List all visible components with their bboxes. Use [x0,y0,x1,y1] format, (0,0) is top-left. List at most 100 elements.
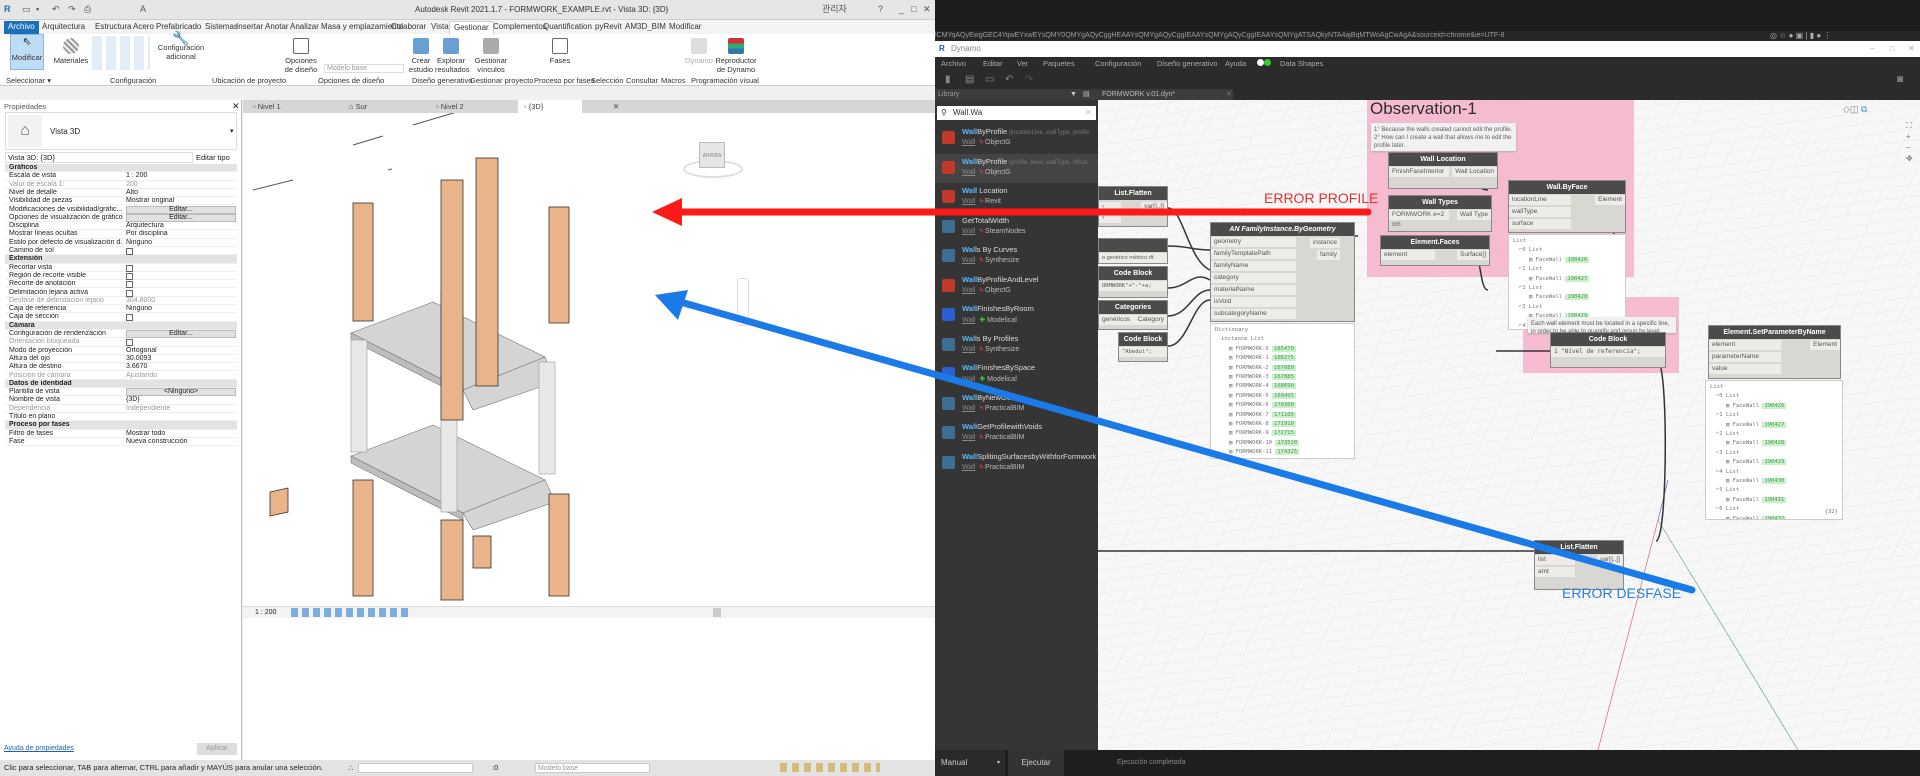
package-toggle-icon[interactable] [1257,59,1271,68]
property-edit-button[interactable]: Editar... [126,205,236,214]
watch-wall-byface[interactable]: List⌐0 List▥ FaceWall 190426⌐1 List▥ Fac… [1508,234,1626,330]
property-value[interactable]: Mostrar original [126,197,175,205]
properties-help-link[interactable]: Ayuda de propiedades [4,745,74,752]
explore-results-button[interactable]: Explorar resultados [435,34,470,74]
design-option-status-select[interactable]: Modelo base [535,763,650,773]
close-tab-icon[interactable]: ✕ [1226,91,1232,98]
file-tab[interactable]: FORMWORK v.01.dyn* [1098,89,1233,100]
dynamo-maximize-button[interactable]: □ [1890,44,1895,53]
port-in[interactable]: geometry [1211,237,1296,247]
undo-icon[interactable]: ↶ [1005,74,1014,85]
property-section[interactable]: Cámara [5,321,237,330]
port-in[interactable]: element [1709,340,1781,350]
view-tab[interactable]: ▫ Nivel 1 [253,102,281,111]
view-tab[interactable]: ▫ {3D} [518,100,582,113]
screenshot-icon[interactable]: ◙ [1897,74,1904,85]
watch-dictionary[interactable]: Dictionary instance List ▥ FORMWORK-0 16… [1210,323,1355,459]
ribbon-tab[interactable]: Gestionar [449,21,494,34]
property-checkbox[interactable] [126,264,133,272]
categories-dropdown[interactable]: genéricos [1099,315,1135,325]
open-file-icon[interactable]: ▤ [965,74,975,85]
property-value[interactable]: 3.6670 [126,363,148,371]
dynamo-minimize-button[interactable]: – [1870,44,1875,53]
create-study-button[interactable]: Crear estudio [407,34,435,74]
property-value[interactable]: 304.8000 [126,296,156,304]
property-value[interactable]: Mostrar todo [126,429,166,437]
location-dropdown[interactable]: FinishFaceInterior [1389,167,1449,177]
edit-type-button[interactable]: Editar tipo [196,153,230,162]
node-wall-location[interactable]: Wall Location FinishFaceInterior Wall Lo… [1388,152,1498,189]
property-edit-button[interactable]: Editar... [126,330,236,338]
new-file-icon[interactable]: ▮ [945,74,951,85]
port-in[interactable]: locationLine [1509,195,1571,205]
modify-button[interactable]: ⇖Modificar [10,34,44,70]
dynamo-menu-item[interactable]: Data Shapes [1280,59,1324,68]
redo-icon[interactable]: ↷ [68,4,76,14]
ribbon-tab[interactable]: Analizar [290,22,319,31]
view-scale[interactable]: 1 : 200 [255,609,277,616]
dynamo-menu-item[interactable]: Archivo [941,59,967,68]
property-value[interactable]: Independiente [126,404,171,412]
property-checkbox[interactable] [126,248,133,255]
close-view-tab-icon[interactable]: ✕ [613,102,620,111]
port-out[interactable]: var[]..[] [1141,202,1167,212]
port-in[interactable]: value [1709,364,1781,374]
property-value[interactable]: Ajustando [126,371,158,379]
property-value[interactable]: 1 : 200 [126,172,148,180]
help-icon[interactable]: ? [878,4,884,14]
browser-extension-icons[interactable]: ◎ ☆ ● ▣ | ▮ ● ⋮ [1770,31,1832,40]
port-in[interactable]: subcategoryName [1211,309,1296,319]
port-in[interactable]: familyTemplatePath [1211,249,1296,259]
view-cube-face[interactable]: ARRIBA [699,142,725,168]
view-cube[interactable]: ARRIBA [683,140,743,180]
port-in-list[interactable]: list [1535,555,1575,565]
property-checkbox[interactable] [126,314,133,322]
user-name[interactable]: 관리자 [822,4,847,14]
apply-button[interactable]: Aplicar [197,743,237,755]
ribbon-tab[interactable]: Colaborar [391,22,427,31]
3d-viewport[interactable]: ARRIBA 1 : 200 [243,100,935,760]
ribbon-tab[interactable]: pyRevit [595,22,622,31]
port-in[interactable]: surface [1509,219,1571,229]
node-categories[interactable]: Categories genéricos Category [1098,300,1168,330]
port-out[interactable]: Element [1810,340,1840,350]
dynamo-menu-item[interactable]: Configuración [1095,59,1142,68]
workset-select[interactable] [358,763,473,773]
type-selector[interactable]: ⌂ Vista 3D ▾ [5,112,237,150]
property-value[interactable]: Arquitectura [126,222,164,230]
property-section[interactable]: Datos de identidad [5,379,237,389]
type-dropdown-icon[interactable]: ▾ [230,128,234,135]
port-out[interactable]: Element [1595,195,1625,205]
view-tab[interactable]: ⌂ Sur [349,102,368,111]
group-note[interactable]: 1° Because the walls created cannot edit… [1371,123,1516,151]
property-value[interactable]: 200 [126,180,138,188]
ribbon-tab[interactable]: Prefabricado [156,22,202,31]
maximize-button[interactable]: □ [911,4,917,14]
port-in[interactable]: › [1099,213,1121,223]
ribbon-tab[interactable]: Masa y emplazamiento [321,22,404,31]
library-view-icon[interactable]: ▤ [1083,91,1090,98]
property-value[interactable]: 30.0093 [126,354,152,362]
undo-icon[interactable]: ↶ [52,4,60,14]
property-section[interactable]: Gráficos [5,164,237,173]
run-mode-select[interactable]: Manual▾ [935,750,1005,776]
port-in[interactable]: isVoid [1211,297,1296,307]
port-out[interactable]: Wall Type [1456,210,1491,220]
group-label[interactable]: Seleccionar ▾ [6,76,52,85]
materials-button[interactable]: Materiales [52,34,90,65]
port-out[interactable]: var[]..[] [1597,555,1623,565]
node-file-path[interactable]: o genérico métrico.rft [1098,238,1168,264]
ribbon-tab[interactable]: Insertar [236,22,264,31]
port-out[interactable]: Surface[] [1456,250,1489,260]
dynamo-close-button[interactable]: ✕ [1908,44,1915,53]
port-in-amt[interactable]: amt [1535,567,1575,577]
ribbon-tab[interactable]: Quantification [543,22,592,31]
view-tab[interactable]: ▫ Nivel 2 [436,102,464,111]
port-in[interactable]: familyName [1211,261,1296,271]
dynamo-menu-item[interactable]: Diseño generativo [1157,59,1218,68]
property-value[interactable]: Nueva construcción [126,437,188,445]
revit-logo-icon[interactable]: R [4,4,11,14]
